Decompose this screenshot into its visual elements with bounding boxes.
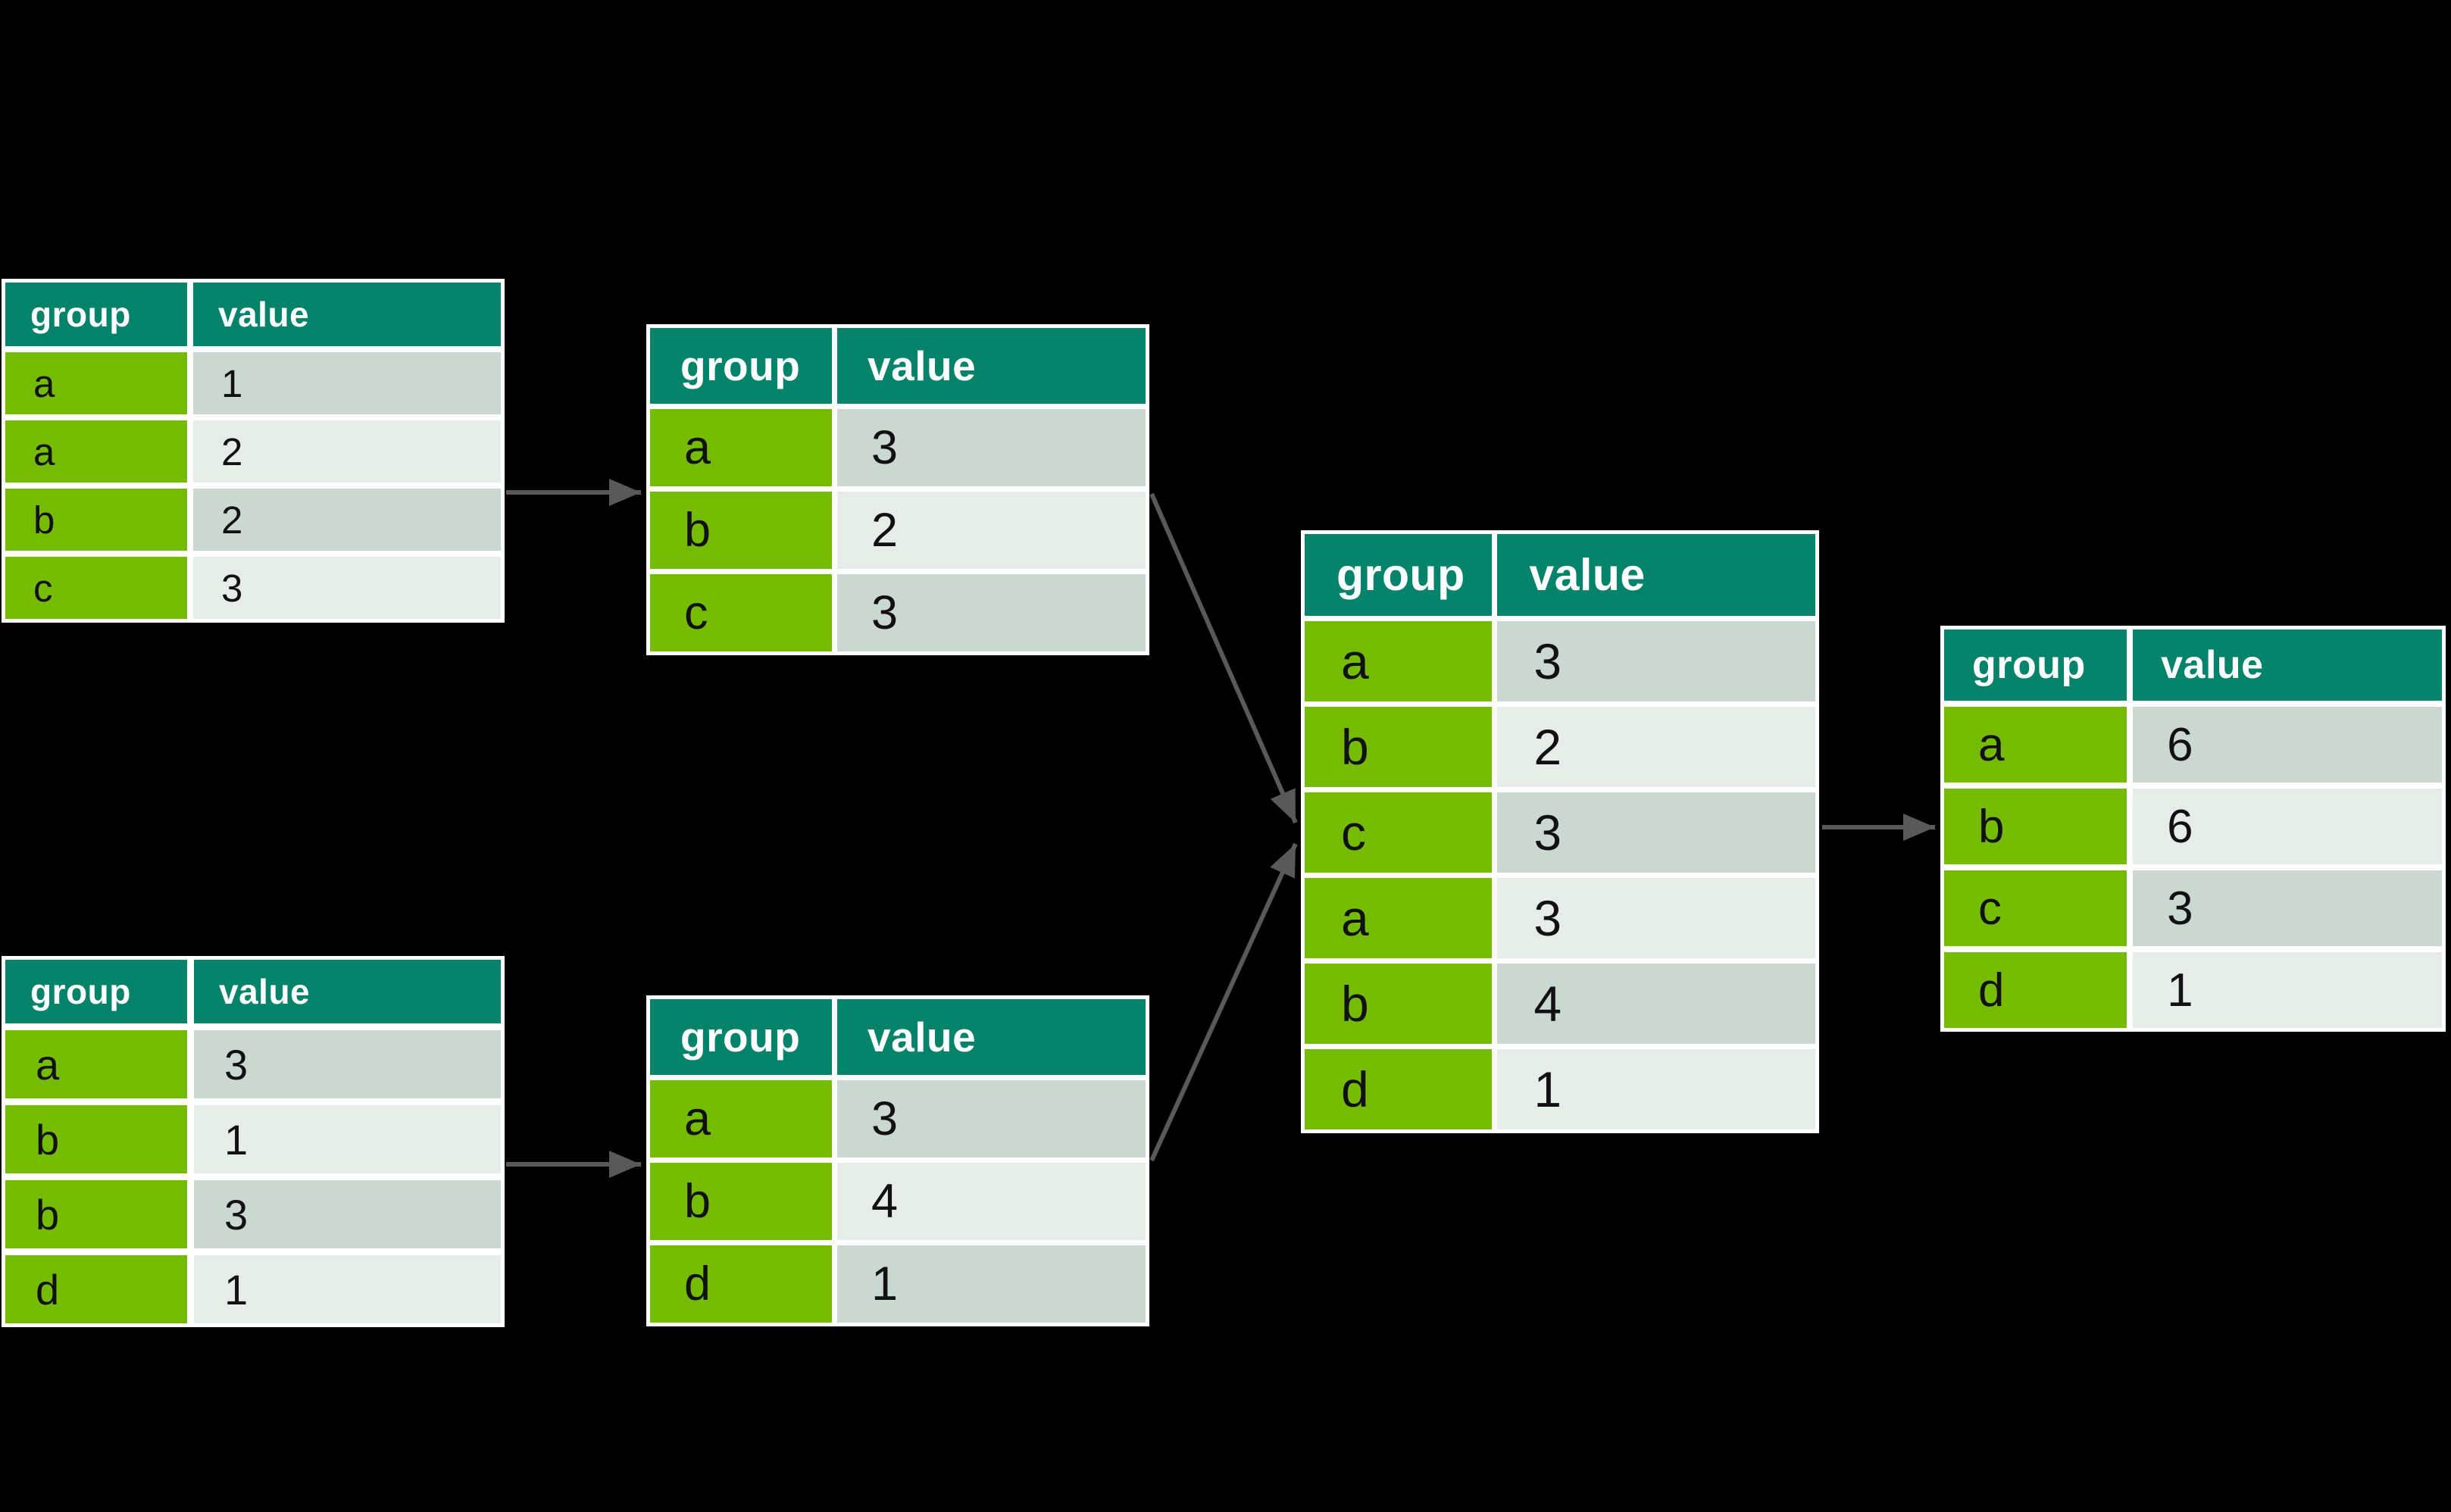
value-cell: 3 (837, 1080, 1146, 1157)
value-cell: 1 (1497, 1049, 1815, 1129)
value-cell: 1 (193, 352, 501, 414)
group-cell: b (5, 489, 188, 551)
value-cell: 4 (1497, 964, 1815, 1044)
group-cell: c (5, 557, 188, 619)
column-header-group: group (650, 999, 833, 1075)
group-cell: c (1305, 792, 1493, 873)
value-cell: 3 (837, 574, 1146, 651)
column-header-group: group (1305, 534, 1493, 616)
value-cell: 6 (2133, 789, 2442, 864)
value-cell: 3 (1497, 621, 1815, 701)
value-cell: 1 (837, 1245, 1146, 1323)
value-cell: 3 (2133, 870, 2442, 946)
group-cell: b (1305, 964, 1493, 1044)
group-cell: a (1305, 878, 1493, 958)
arrow-mapped-top-to-concatenated (1149, 492, 1298, 824)
value-cell: 3 (194, 1030, 501, 1098)
group-cell: b (5, 1180, 188, 1248)
value-cell: 2 (837, 492, 1146, 569)
group-cell: a (650, 409, 833, 486)
column-header-value: value (2133, 629, 2442, 701)
value-cell: 3 (837, 409, 1146, 486)
group-cell: b (1944, 789, 2127, 864)
group-cell: d (1944, 952, 2127, 1028)
value-cell: 1 (194, 1105, 501, 1173)
value-cell: 2 (1497, 707, 1815, 787)
column-header-group: group (5, 960, 188, 1023)
group-cell: a (1305, 621, 1493, 701)
value-cell: 2 (193, 489, 501, 551)
value-cell: 1 (194, 1255, 501, 1323)
value-cell: 6 (2133, 707, 2442, 783)
arrow-mapped-bottom-to-concatenated (1149, 842, 1298, 1162)
group-cell: b (650, 1163, 833, 1240)
value-cell: 3 (1497, 792, 1815, 873)
group-cell: c (1944, 870, 2127, 946)
group-cell: b (5, 1105, 188, 1173)
value-cell: 2 (193, 420, 501, 483)
group-cell: a (5, 352, 188, 414)
group-cell: d (5, 1255, 188, 1323)
value-cell: 3 (193, 557, 501, 619)
group-cell: b (650, 492, 833, 569)
value-cell: 1 (2133, 952, 2442, 1028)
column-header-value: value (194, 960, 501, 1023)
column-header-value: value (837, 328, 1146, 404)
column-header-value: value (1497, 534, 1815, 616)
group-cell: a (650, 1080, 833, 1157)
group-cell: d (650, 1245, 833, 1323)
value-cell: 4 (837, 1163, 1146, 1240)
column-header-value: value (837, 999, 1146, 1075)
group-cell: a (5, 420, 188, 483)
column-header-group: group (1944, 629, 2127, 701)
group-cell: b (1305, 707, 1493, 787)
value-cell: 3 (194, 1180, 501, 1248)
group-cell: c (650, 574, 833, 651)
column-header-group: group (5, 283, 188, 346)
group-cell: a (1944, 707, 2127, 783)
column-header-group: group (650, 328, 833, 404)
group-cell: a (5, 1030, 188, 1098)
column-header-value: value (193, 283, 501, 346)
value-cell: 3 (1497, 878, 1815, 958)
group-cell: d (1305, 1049, 1493, 1129)
